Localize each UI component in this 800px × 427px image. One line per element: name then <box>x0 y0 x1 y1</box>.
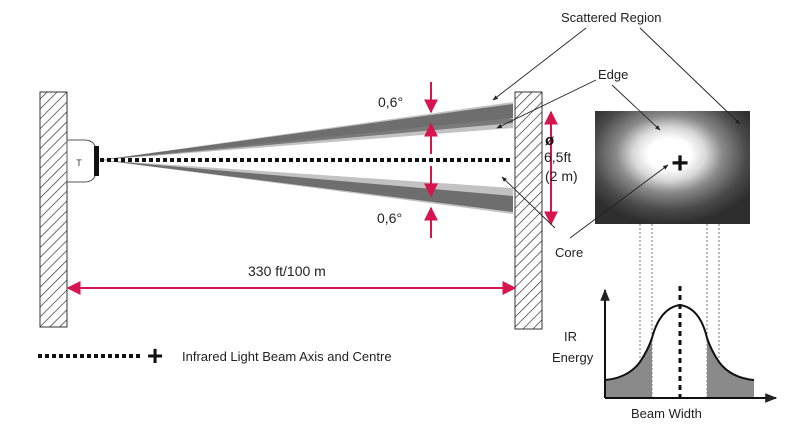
ir-label-line1: IR <box>564 329 577 344</box>
angle-label-bottom: 0,6° <box>377 210 402 226</box>
legend-label: Infrared Light Beam Axis and Centre <box>182 349 392 364</box>
distance-label: 330 ft/100 m <box>248 263 326 279</box>
lower-beam-core <box>100 160 513 212</box>
upper-beam-core <box>100 104 513 160</box>
upper-beam-scattered <box>100 102 513 160</box>
transmitter-icon: T <box>66 139 99 183</box>
ir-label-line2: Energy <box>552 350 594 365</box>
diameter-symbol: ø <box>545 132 555 149</box>
left-wall <box>39 91 68 328</box>
legend: + Infrared Light Beam Axis and Centre <box>38 340 392 371</box>
diameter-feet: 6,5ft <box>544 149 571 165</box>
lower-beam-scattered <box>100 160 513 214</box>
label-leaders <box>492 27 741 239</box>
angle-label-top: 0,6° <box>378 94 403 110</box>
energy-shaded-left <box>605 340 652 398</box>
transmitter-mark: T <box>76 158 82 168</box>
energy-shaded-right <box>707 340 754 398</box>
core-label: Core <box>555 245 583 260</box>
diameter-meters: (2 m) <box>545 168 578 184</box>
right-wall <box>514 91 543 330</box>
edge-label: Edge <box>598 67 628 82</box>
beam-width-label: Beam Width <box>631 406 702 421</box>
beam-spot: + <box>595 111 750 224</box>
spot-center-plus: + <box>671 147 689 180</box>
legend-plus-icon: + <box>147 340 163 371</box>
ir-energy-graph <box>600 286 778 403</box>
scattered-region-label: Scattered Region <box>561 10 661 25</box>
